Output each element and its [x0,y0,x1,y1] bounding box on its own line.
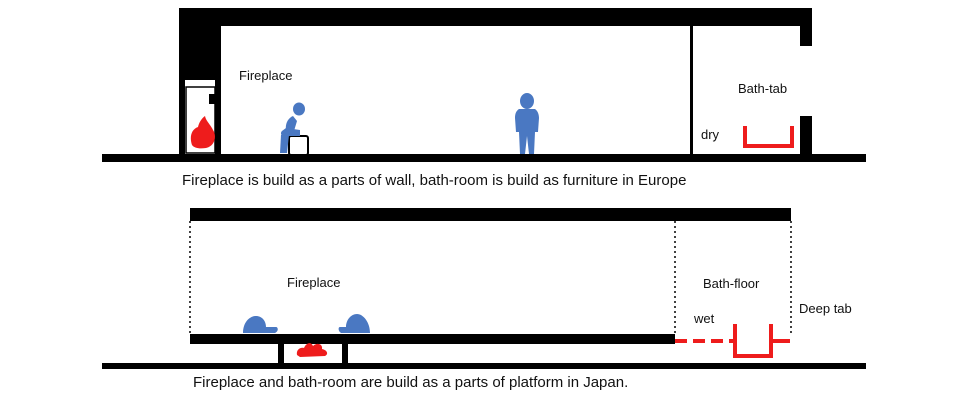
japan-fire-icon [296,343,328,357]
europe-left-wall [179,8,221,80]
fireplace-wall-right [215,80,221,94]
japan-section: Fireplace Bath-floor wet Deep tab Firepl… [102,208,866,391]
europe-ground-line [102,154,866,162]
japan-platform [190,334,675,344]
europe-right-wall-lower [800,116,812,158]
fireplace-niche [185,86,216,154]
japan-bath-floor-label: Bath-floor [703,276,760,291]
europe-roof [179,8,812,26]
japan-roof [190,208,791,221]
seated-person-icon [280,102,305,153]
standing-person-icon [515,93,539,154]
japan-deep-tab-label: Deep tab [799,301,852,316]
japan-fireplace-label: Fireplace [287,275,340,290]
europe-fireplace-label: Fireplace [239,68,292,83]
japan-person-right-icon [338,314,370,333]
europe-bath-tub [743,126,794,148]
japan-wet-label: wet [693,311,715,326]
japan-person-left-icon [243,316,278,333]
fireplace-wall-left [179,80,185,158]
europe-right-wall-upper [800,8,812,46]
japan-caption: Fireplace and bath-room are build as a p… [193,374,628,391]
japan-ground-line [102,363,866,369]
chair [288,135,309,156]
deep-tub [729,324,790,358]
europe-dry-label: dry [701,127,720,142]
sunken-hearth [278,344,348,369]
europe-caption: Fireplace is build as a parts of wall, b… [182,172,686,189]
fireplace-wall-jamb [215,104,221,158]
europe-section: Fireplace Bath-tab dry Fireplace is buil… [102,8,866,189]
europe-partition-wall [690,26,693,158]
europe-fire-icon [190,116,215,149]
europe-bath-tab-label: Bath-tab [738,81,787,96]
